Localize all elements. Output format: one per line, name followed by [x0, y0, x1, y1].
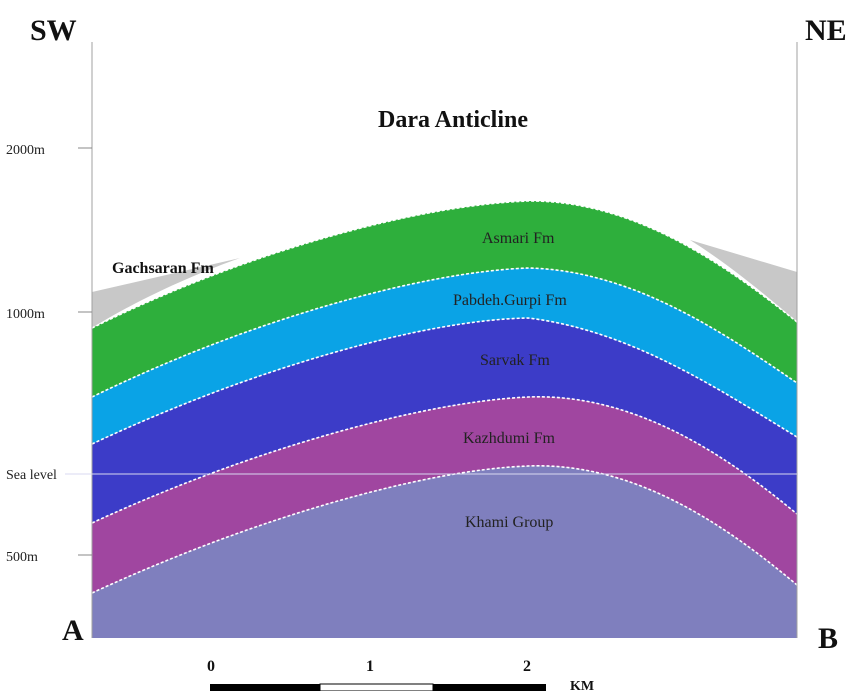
formation-label-asmari: Asmari Fm	[482, 230, 555, 247]
scale-segment-2	[319, 683, 434, 691]
gachsaran-right-wedge	[690, 240, 797, 322]
pabdeh-gurpi-layer	[92, 268, 797, 444]
elevation-label-sea-level: Sea level	[6, 468, 57, 483]
scale-tick-1: 1	[366, 658, 374, 675]
elevation-label-2000m: 2000m	[6, 143, 45, 158]
direction-ne: NE	[805, 14, 847, 47]
direction-sw: SW	[30, 14, 77, 47]
kazhdumi-layer	[92, 396, 797, 593]
scale-bar: 0 1 2 KM	[207, 658, 594, 691]
boundary-top-sarvak	[91, 317, 798, 445]
scale-tick-2: 2	[523, 658, 531, 675]
scale-unit-km: KM	[570, 679, 594, 691]
formation-label-gachsaran: Gachsaran Fm	[112, 260, 214, 277]
sarvak-layer	[92, 318, 797, 523]
scale-segment-3	[433, 684, 546, 691]
layer-boundaries	[91, 200, 798, 594]
diagram-title: Dara Anticline	[378, 107, 528, 133]
elevation-label-500m: 500m	[6, 550, 38, 565]
formation-label-kazhdumi: Kazhdumi Fm	[463, 430, 556, 447]
gachsaran-left-wedge	[92, 258, 240, 328]
asmari-layer	[92, 200, 797, 397]
scale-tick-0: 0	[207, 658, 215, 675]
boundary-top-khami	[91, 465, 798, 594]
elevation-label-1000m: 1000m	[6, 307, 45, 322]
section-end-b: B	[818, 622, 838, 655]
boundary-top-asmari	[91, 200, 798, 329]
boundary-top-kazhdumi	[91, 396, 798, 524]
formation-label-pabdeh-gurpi: Pabdeh.Gurpi Fm	[453, 292, 567, 309]
scale-segment-1	[210, 684, 320, 691]
boundary-top-pabdeh	[91, 267, 798, 398]
section-end-a: A	[62, 614, 84, 647]
elevation-ticks	[78, 147, 92, 556]
formation-label-sarvak: Sarvak Fm	[480, 352, 550, 369]
formation-label-khami: Khami Group	[465, 514, 553, 531]
khami-group-layer	[92, 465, 797, 638]
